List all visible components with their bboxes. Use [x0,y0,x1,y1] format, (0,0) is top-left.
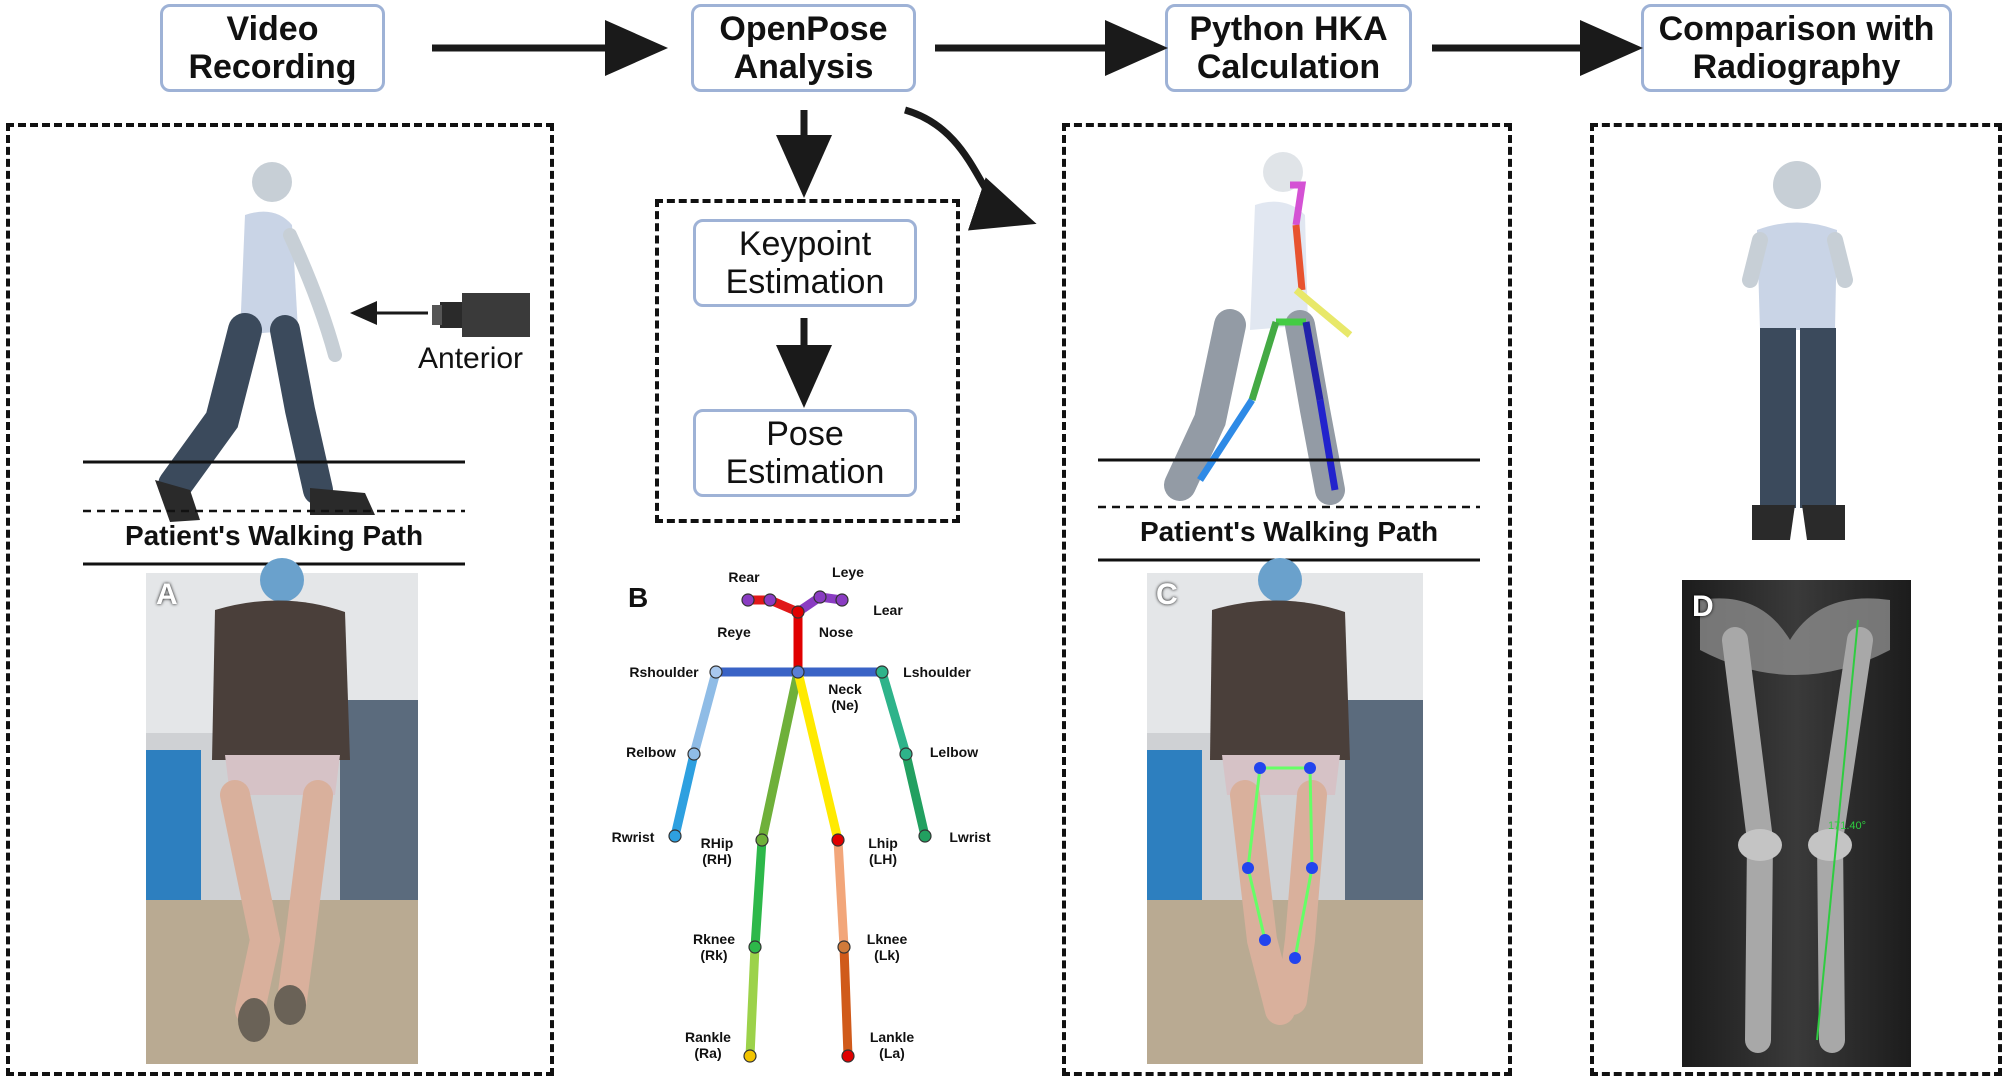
walking-path-label-a: Patient's Walking Path [124,520,424,551]
hka-line [1816,619,1859,1041]
keypoint-lknee [837,940,851,954]
keypoint-rwrist [668,829,682,843]
keypoint-relbow [687,747,701,761]
bone-rshoulder-relbow [689,667,721,759]
walking-figure-c [1164,152,1345,505]
panel-letter-a: A [156,578,178,611]
keypoint-label-rshoulder: Rshoulder [629,664,699,680]
panel-d-frame [1590,123,2002,1076]
bone-neck-lhip [793,667,843,845]
step-python-hka: Python HKA Calculation [1165,4,1412,92]
keypoint-label-lear: Lear [873,602,903,618]
keypoint-label-rear: Rear [728,569,760,585]
bone-relbow-rwrist [670,749,699,841]
keypoint-rhip [755,833,769,847]
step-video-recording: Video Recording [160,4,385,92]
camera-label: Anterior [418,342,524,375]
bone-lshoulder-lelbow [877,667,911,759]
panel-letter-b: B [628,582,649,613]
keypoint-rknee [748,940,762,954]
substep-pose-estimation: Pose Estimation [693,409,917,497]
bone-neck-rhip [757,667,803,845]
standing-figure-d [1742,161,1853,540]
keypoint-label-lknee: Lknee (Lk) [866,931,908,963]
keypoint-rankle [743,1049,757,1063]
keypoint-label-lshoulder: Lshoulder [903,664,971,680]
keypoint-label-reye: Reye [717,624,751,640]
keypoint-reye [763,593,777,607]
keypoint-label-lelbow: Lelbow [929,744,979,760]
keypoint-label-rhip: RHip (RH) [700,835,734,867]
keypoint-lear [835,593,849,607]
substep-keypoint-estimation: Keypoint Estimation [693,219,917,307]
arrow-openpose-curve-to-c [904,106,1037,231]
skeleton-overlay-c [1197,181,1353,491]
keypoint-rshoulder [709,665,723,679]
keypoint-rear [741,593,755,607]
panel-a-frame [6,123,554,1076]
panel-letter-c: C [1156,578,1178,611]
keypoint-label-lankle: Lankle (La) [869,1029,915,1061]
keypoint-leye [813,590,827,604]
keypoint-lshoulder [875,665,889,679]
keypoint-lhip [831,833,845,847]
panel-c-frame [1062,123,1512,1076]
keypoint-label-relbow: Relbow [626,744,676,760]
xray-image [1682,580,1911,1067]
bone-lknee-lankle [839,942,853,1061]
keypoint-label-lwrist: Lwrist [949,829,991,845]
walking-figure-a [155,162,375,522]
step-openpose-analysis: OpenPose Analysis [691,4,916,92]
openpose-substeps-frame [655,199,960,523]
bone-lhip-lknee [833,835,849,952]
camera-icon [432,293,530,337]
keypoint-nose [791,605,805,619]
keypoint-label-lhip: Lhip (LH) [868,835,898,867]
keypoint-label-nose: Nose [818,624,854,640]
keypoint-label-neck: Neck (Ne) [828,681,862,713]
bone-rknee-rankle [745,942,760,1061]
photo-a [146,558,418,1064]
keypoint-label-rknee: Rknee (Rk) [692,931,736,963]
keypoint-label-rankle: Rankle (Ra) [685,1029,731,1061]
keypoint-neck [791,665,805,679]
xray-angle-label: 171.40° [1828,820,1867,832]
walking-path-label-c: Patient's Walking Path [1139,516,1439,547]
photo-c [1147,558,1423,1064]
keypoint-label-rwrist: Rwrist [611,829,655,845]
keypoint-label-leye: Leye [832,564,864,580]
bone-rhip-rknee [750,835,767,952]
step-comparison-radiography: Comparison with Radiography [1641,4,1952,92]
bone-lelbow-lwrist [901,749,930,841]
keypoint-lankle [841,1049,855,1063]
keypoint-lelbow [899,747,913,761]
keypoint-lwrist [918,829,932,843]
panel-letter-d: D [1692,590,1714,623]
